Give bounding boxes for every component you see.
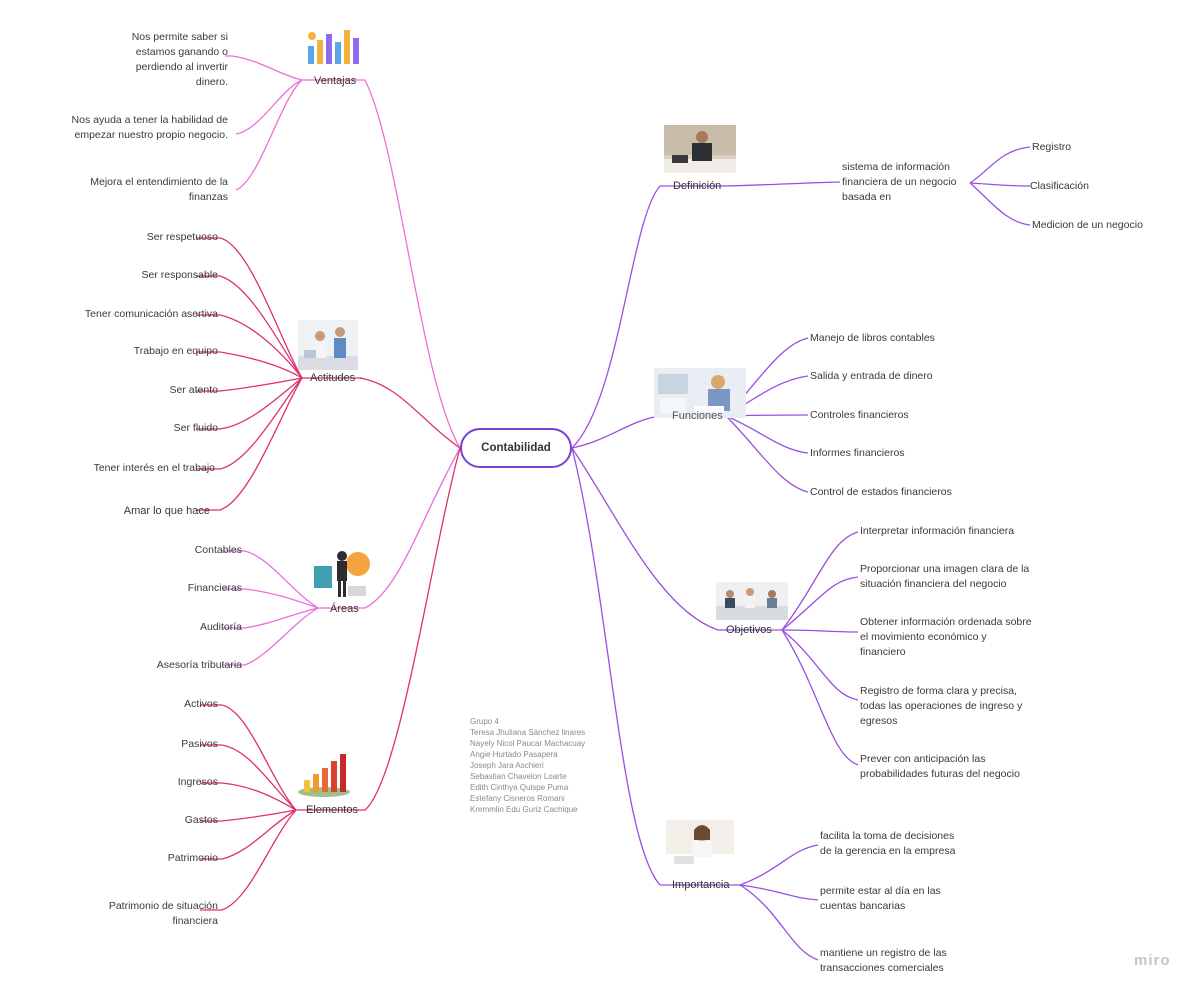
importancia-photo — [666, 820, 734, 870]
branch-definicion-label[interactable]: Definición — [673, 180, 722, 192]
actitudes-item[interactable]: Trabajo en equipo — [133, 345, 218, 357]
miro-watermark: miro — [1134, 952, 1171, 969]
line-ventajas — [364, 79, 461, 449]
areas-illustration — [312, 546, 370, 600]
areas-child-lines — [222, 550, 319, 666]
actitudes-item[interactable]: Tener comunicación asertiva — [84, 308, 218, 320]
definicion-child-lines — [721, 146, 1031, 226]
objetivos-item[interactable]: Proporcionar una imagen clara de la situ… — [860, 563, 1030, 590]
center-node-contabilidad[interactable]: Contabilidad — [460, 428, 572, 468]
areas-item[interactable]: Auditoría — [199, 621, 242, 633]
funciones-photo — [654, 368, 746, 418]
importancia-item[interactable]: permite estar al día en las cuentas banc… — [820, 885, 941, 912]
ventajas-child-lines — [225, 55, 303, 191]
objetivos-photo — [716, 582, 788, 620]
line-areas — [364, 447, 461, 609]
branch-funciones-label[interactable]: Funciones — [672, 410, 723, 422]
definicion-item[interactable]: Registro — [1032, 141, 1072, 153]
center-label: Contabilidad — [481, 442, 551, 454]
branch-ventajas-label[interactable]: Ventajas — [314, 75, 357, 87]
definicion-sub[interactable]: sistema de información financiera de un … — [842, 161, 957, 203]
actitudes-child-lines — [196, 237, 303, 511]
objetivos-item[interactable]: Obtener información ordenada sobre el mo… — [860, 616, 1032, 658]
objetivos-item[interactable]: Prever con anticipación las probabilidad… — [860, 753, 1020, 780]
line-actitudes — [359, 377, 461, 449]
funciones-item[interactable]: Manejo de libros contables — [810, 332, 935, 344]
actitudes-item[interactable]: Ser atento — [169, 384, 218, 396]
branch-objetivos-label[interactable]: Objetivos — [726, 624, 772, 636]
line-definicion — [571, 185, 661, 449]
branch-areas-label[interactable]: Áreas — [330, 603, 359, 615]
elementos-child-lines — [200, 704, 297, 911]
funciones-item[interactable]: Salida y entrada de dinero — [810, 370, 933, 382]
line-funciones — [571, 415, 661, 449]
importancia-child-lines — [739, 844, 819, 961]
main-branch-lines — [359, 79, 719, 886]
funciones-item[interactable]: Informes financieros — [810, 447, 905, 459]
actitudes-item[interactable]: Tener interés en el trabajo — [93, 462, 215, 474]
actitudes-item[interactable]: Ser respetuoso — [146, 231, 218, 243]
ventajas-illustration — [304, 26, 364, 66]
line-importancia — [571, 447, 661, 886]
elementos-item[interactable]: Ingresos — [177, 776, 218, 788]
elementos-item[interactable]: Activos — [184, 698, 218, 710]
importancia-item[interactable]: mantiene un registro de las transaccione… — [820, 947, 947, 974]
elementos-item[interactable]: Gastos — [184, 814, 218, 826]
elementos-item[interactable]: Patrimonio — [167, 852, 218, 864]
ventajas-item[interactable]: Nos ayuda a tener la habilidad de empeza… — [71, 114, 228, 141]
elementos-item[interactable]: Patrimonio de situación financiera — [108, 900, 218, 927]
line-objetivos — [571, 447, 719, 631]
branch-importancia-label[interactable]: Importancia — [672, 879, 730, 891]
areas-item[interactable]: Asesoría tributaria — [156, 659, 242, 671]
funciones-item[interactable]: Controles financieros — [810, 409, 909, 421]
branch-elementos-label[interactable]: Elementos — [306, 804, 358, 816]
objetivos-item[interactable]: Interpretar información financiera — [860, 525, 1015, 537]
ventajas-item[interactable]: Nos permite saber si estamos ganando o p… — [131, 31, 228, 88]
areas-item[interactable]: Financieras — [187, 582, 242, 594]
objetivos-child-lines — [781, 531, 859, 766]
actitudes-photo — [298, 320, 358, 370]
definicion-photo — [664, 125, 736, 173]
elementos-illustration — [296, 752, 352, 798]
objetivos-item[interactable]: Registro de forma clara y precisa, todas… — [860, 685, 1023, 727]
funciones-item[interactable]: Control de estados financieros — [810, 486, 952, 498]
ventajas-item[interactable]: Mejora el entendimiento de la finanzas — [90, 176, 228, 203]
branch-actitudes-label[interactable]: Actitudes — [310, 372, 356, 384]
importancia-item[interactable]: facilita la toma de decisiones de la ger… — [820, 830, 956, 857]
definicion-item[interactable]: Clasificación — [1030, 180, 1089, 192]
actitudes-item[interactable]: Ser responsable — [141, 269, 218, 281]
actitudes-item[interactable]: Amar lo que hace — [123, 505, 210, 517]
group-members-note[interactable]: Grupo 4 Teresa Jhuliana Sánchez linares … — [470, 717, 586, 814]
areas-item[interactable]: Contables — [194, 544, 242, 556]
actitudes-item[interactable]: Ser fluido — [173, 422, 218, 434]
definicion-item[interactable]: Medicion de un negocio — [1032, 219, 1143, 231]
elementos-item[interactable]: Pasivos — [181, 738, 218, 750]
line-elementos — [364, 447, 461, 811]
